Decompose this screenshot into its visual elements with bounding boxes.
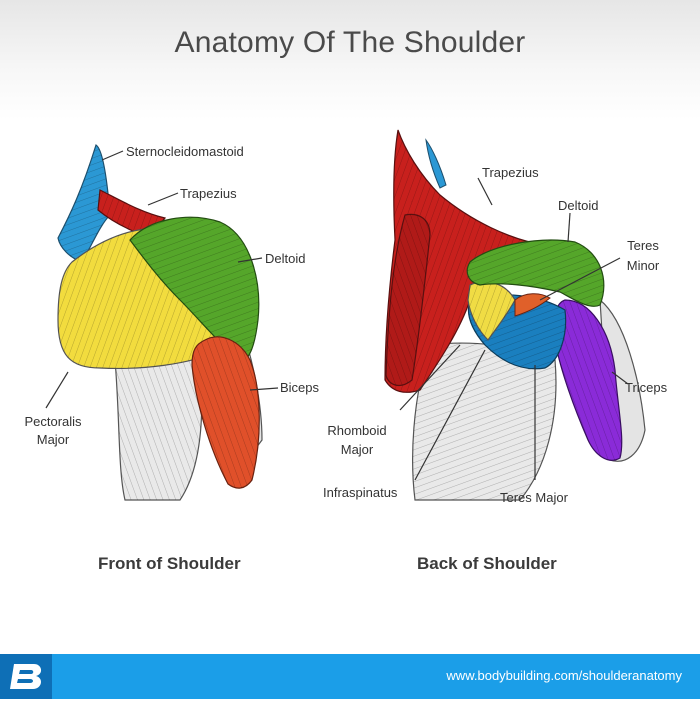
label-pectoralis: Pectoralis: [24, 414, 82, 429]
back-rhomboid-major-muscle: [385, 213, 431, 387]
label-front-deltoid: Deltoid: [265, 251, 305, 266]
front-leader-lines: [45, 150, 279, 409]
back-trapezius-muscle: [384, 129, 547, 393]
back-deltoid-muscle: [466, 239, 605, 307]
back-leader-lines: [399, 177, 629, 481]
front-sternocleidomastoid-muscle: [57, 144, 111, 263]
caption-back-of-shoulder: Back of Shoulder: [417, 554, 557, 573]
label-front-trapezius: Trapezius: [180, 186, 237, 201]
caption-front-of-shoulder: Front of Shoulder: [98, 554, 241, 573]
label-pectoralis-major: Major: [37, 432, 70, 447]
front-shoulder-figure: Sternocleidomastoid Trapezius Deltoid Bi…: [24, 144, 320, 501]
shoulder-illustration: Sternocleidomastoid Trapezius Deltoid Bi…: [24, 129, 668, 505]
front-deltoid-muscle: [129, 216, 260, 363]
back-shoulder-figure: Trapezius Deltoid Teres Minor Triceps Rh…: [323, 129, 668, 505]
label-infraspinatus: Infraspinatus: [323, 485, 398, 500]
label-back-trapezius: Trapezius: [482, 165, 539, 180]
label-teres-minor-1: Teres: [627, 238, 659, 253]
label-triceps: Triceps: [625, 380, 668, 395]
front-biceps-muscle: [191, 336, 260, 489]
label-sternocleidomastoid: Sternocleidomastoid: [126, 144, 244, 159]
front-ribcage: [114, 359, 203, 501]
label-rhomboid-major: Major: [341, 442, 374, 457]
label-teres-major: Teres Major: [500, 490, 569, 505]
footer-bar: www.bodybuilding.com/shoulderanatomy: [0, 654, 700, 699]
footer-url-link[interactable]: www.bodybuilding.com/shoulderanatomy: [446, 668, 682, 683]
back-triceps-muscle: [553, 299, 623, 461]
label-biceps: Biceps: [280, 380, 320, 395]
back-teres-minor-muscle: [467, 281, 551, 341]
label-back-deltoid: Deltoid: [558, 198, 598, 213]
bodybuilding-b-logo-icon[interactable]: [0, 654, 52, 699]
label-rhomboid: Rhomboid: [327, 423, 386, 438]
page-title: Anatomy Of The Shoulder: [174, 26, 526, 59]
label-teres-minor-2: Minor: [627, 258, 660, 273]
back-teres-major-muscle: [412, 342, 557, 501]
